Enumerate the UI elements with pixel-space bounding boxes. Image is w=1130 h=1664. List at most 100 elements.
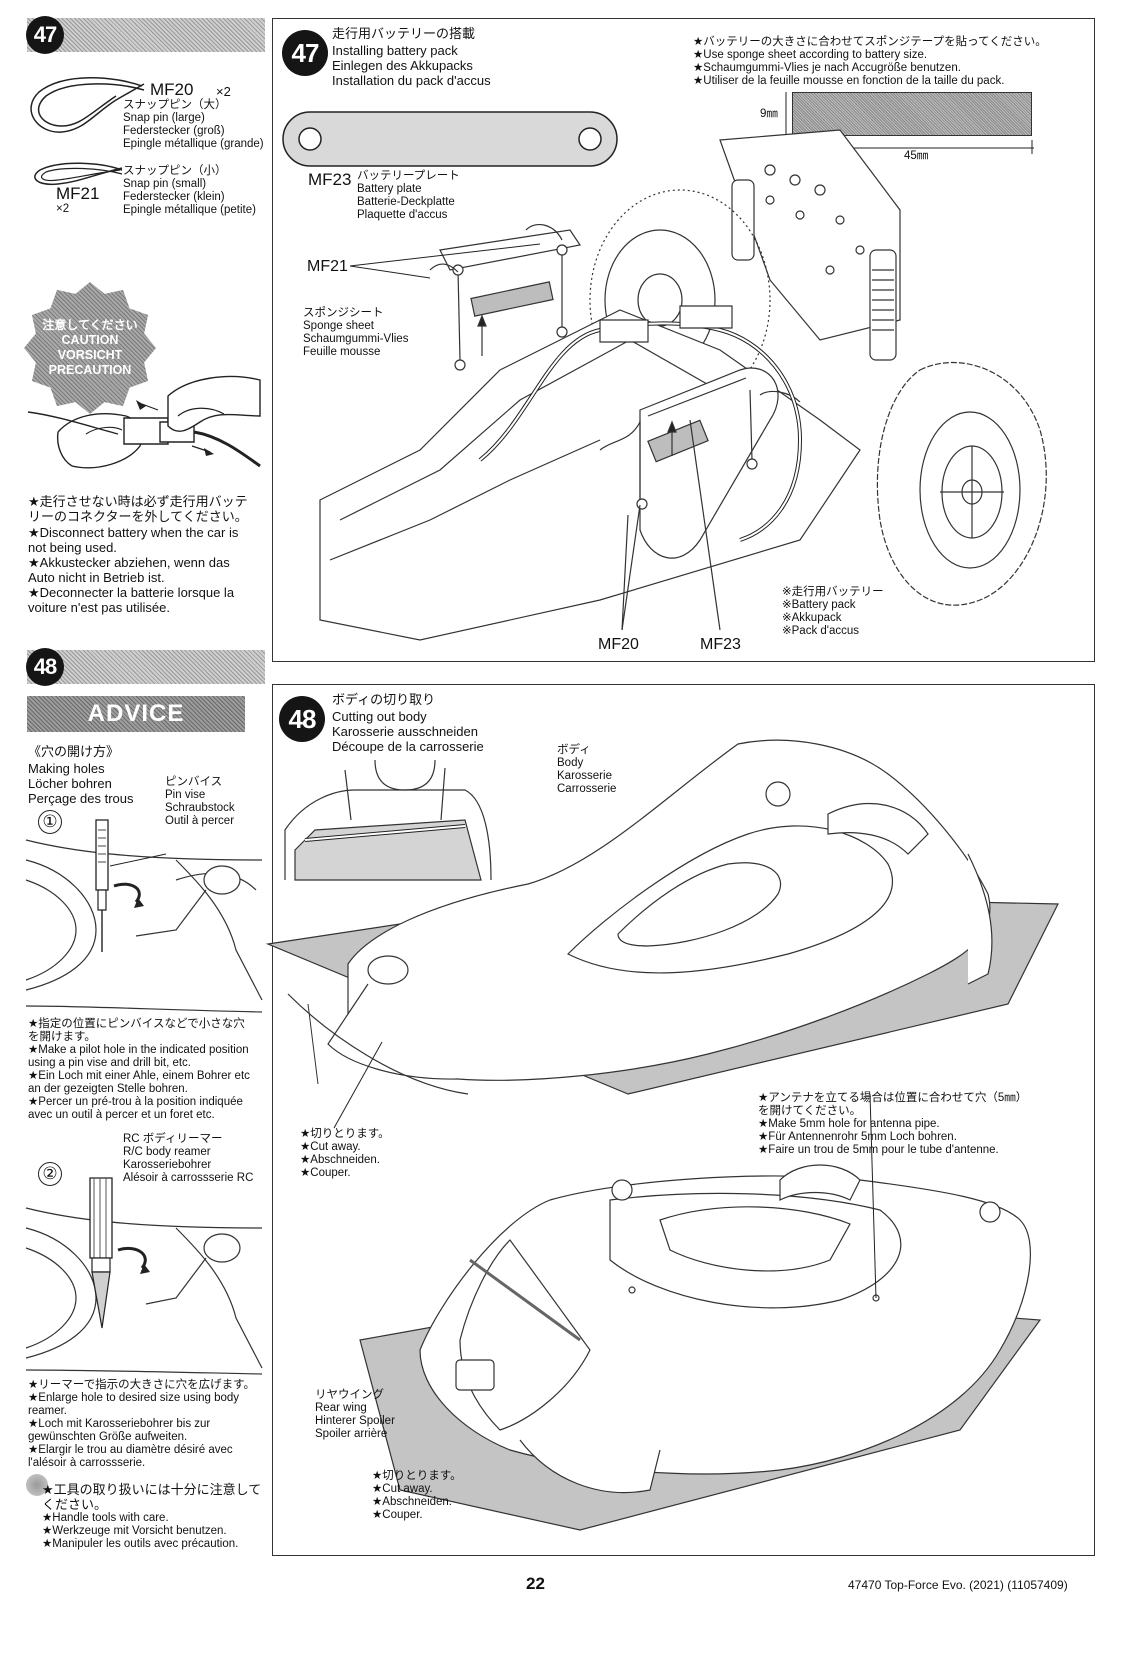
reamer-label-en: R/C body reamer bbox=[123, 1146, 211, 1158]
step1-text-line3: ★Make a pilot hole in the indicated posi… bbox=[28, 1044, 249, 1056]
reamer-label-fr: Alésoir à carrossserie RC bbox=[123, 1172, 254, 1184]
tools-note-marker bbox=[26, 1474, 48, 1496]
step1-number: ① bbox=[38, 810, 62, 834]
body-label-ja: ボディ bbox=[557, 744, 591, 756]
step48-title-fr: Découpe de la carrosserie bbox=[332, 739, 484, 754]
cut-away-1-leader bbox=[330, 1040, 390, 1130]
step47-header-bar bbox=[27, 18, 265, 52]
step48-number-badge: 48 bbox=[26, 648, 64, 686]
mf21-leader-lines bbox=[350, 240, 550, 280]
step48-panel bbox=[272, 684, 1095, 1556]
antenna-note-en: ★Make 5mm hole for antenna pipe. bbox=[758, 1118, 940, 1130]
step1-text-line6: an der gezeigten Stelle bohren. bbox=[28, 1083, 188, 1095]
caution-text-line4: not being used. bbox=[28, 540, 117, 555]
cut-away-1-fr: ★Couper. bbox=[300, 1167, 351, 1179]
caution-text-line1: ★走行させない時は必ず走行用バッテ bbox=[28, 494, 248, 509]
battery-label-fr: ※Pack d'accus bbox=[782, 625, 860, 637]
tools-text-line3: ★Handle tools with care. bbox=[42, 1512, 169, 1524]
rear-wing-label-fr: Spoiler arrière bbox=[315, 1428, 388, 1440]
body-label-de: Karosserie bbox=[557, 770, 612, 782]
antenna-note-fr: ★Faire un trou de 5mm pour le tube d'ant… bbox=[758, 1144, 999, 1156]
step1-text-line1: ★指定の位置にピンバイスなどで小さな穴 bbox=[28, 1018, 245, 1030]
rear-wing-label-en: Rear wing bbox=[315, 1402, 367, 1414]
battery-plate-icon bbox=[282, 110, 618, 168]
holes-title-en: Making holes bbox=[28, 761, 105, 776]
mf23-callout: MF23 bbox=[700, 636, 741, 653]
step48-title-en: Cutting out body bbox=[332, 709, 427, 724]
caution-text-line7: ★Deconnecter la batterie lorsque la bbox=[28, 585, 235, 600]
step48-header-bar bbox=[27, 650, 265, 684]
sponge-sheet-swatch bbox=[792, 92, 1032, 136]
rear-wing-label-de: Hinterer Spoiler bbox=[315, 1415, 395, 1427]
holes-title-ja: 《穴の開け方》 bbox=[28, 744, 120, 759]
snap-pin-large-icon bbox=[24, 74, 149, 146]
mf21-name-ja: スナップピン（小） bbox=[123, 165, 227, 177]
disconnect-connector-illustration bbox=[28, 376, 260, 484]
mf20-code: MF20 bbox=[150, 80, 194, 99]
step2-text-line6: ★Elargir le trou au diamètre désiré avec bbox=[28, 1444, 233, 1456]
tools-text-line1: ★工具の取り扱いには十分に注意して bbox=[42, 1482, 262, 1497]
antenna-note-de: ★Für Antennenrohr 5mm Loch bohren. bbox=[758, 1131, 957, 1143]
step2-number: ② bbox=[38, 1162, 62, 1186]
tools-text-line4: ★Werkzeuge mit Vorsicht benutzen. bbox=[42, 1525, 227, 1537]
sponge-label-ja: スポンジシート bbox=[303, 307, 384, 319]
step47-title-de: Einlegen des Akkupacks bbox=[332, 58, 473, 73]
step1-text-line5: ★Ein Loch mit einer Ahle, einem Bohrer e… bbox=[28, 1070, 250, 1082]
body-label-fr: Carrosserie bbox=[557, 783, 617, 795]
sponge-height-dim: 9㎜ bbox=[760, 108, 778, 120]
mf21-name-de: Federstecker (klein) bbox=[123, 191, 225, 203]
mf21-qty: ×2 bbox=[56, 203, 70, 215]
step1-text-line7: ★Percer un pré-trou à la position indiqu… bbox=[28, 1096, 243, 1108]
step2-text-line1: ★リーマーで指示の大きさに穴を広げます。 bbox=[28, 1379, 255, 1391]
caution-badge-ja: 注意してください bbox=[42, 318, 138, 333]
mf20-name-ja: スナップピン（大） bbox=[123, 99, 227, 111]
cut-away-2-ja: ★切りとります。 bbox=[372, 1470, 462, 1482]
antenna-note-ja2: を開けてください。 bbox=[758, 1105, 862, 1117]
pinvise-label-de: Schraubstock bbox=[165, 802, 235, 814]
page-number: 22 bbox=[526, 1574, 545, 1593]
sponge-note-fr: ★Utiliser de la feuille mousse en foncti… bbox=[693, 75, 1005, 87]
step47-title-en: Installing battery pack bbox=[332, 43, 458, 58]
step1-text-line2: を開けます。 bbox=[28, 1031, 96, 1043]
mf20-callout: MF20 bbox=[598, 636, 639, 653]
step1-text-line8: avec un outil à percer et un foret etc. bbox=[28, 1109, 215, 1121]
step48-title-de: Karosserie ausschneiden bbox=[332, 724, 478, 739]
step47-title-ja: 走行用バッテリーの搭載 bbox=[332, 26, 476, 41]
sponge-label-de: Schaumgummi-Vlies bbox=[303, 333, 409, 345]
mf21-code: MF21 bbox=[56, 184, 100, 203]
cut-away-1-de: ★Abschneiden. bbox=[300, 1154, 381, 1166]
body-cutting-illustration-lower bbox=[360, 1160, 1060, 1540]
cut-away-2-en: ★Cut away. bbox=[372, 1483, 433, 1495]
reamer-label-ja: RC ボディリーマー bbox=[123, 1133, 223, 1145]
mf21-name-en: Snap pin (small) bbox=[123, 178, 207, 190]
caution-badge-fr: PRECAUTION bbox=[48, 362, 132, 377]
mf20-name-fr: Epingle métallique (grande) bbox=[123, 138, 264, 150]
mf20-qty: ×2 bbox=[216, 84, 231, 99]
cut-away-1-ja: ★切りとります。 bbox=[300, 1128, 390, 1140]
body-cutting-illustration-upper bbox=[268, 734, 1068, 1114]
cut-away-1-en: ★Cut away. bbox=[300, 1141, 361, 1153]
step1-text-line4: using a pin vise and drill bit, etc. bbox=[28, 1057, 192, 1069]
step48-title-ja: ボディの切り取り bbox=[332, 692, 436, 707]
pinvise-label-fr: Outil à percer bbox=[165, 815, 235, 827]
cut-away-2-fr: ★Couper. bbox=[372, 1509, 423, 1521]
mf20-name-de: Federstecker (groß) bbox=[123, 125, 225, 137]
battery-label-en: ※Battery pack bbox=[782, 599, 856, 611]
advice-title-banner: ADVICE bbox=[27, 696, 245, 732]
mf23-name-ja: バッテリープレート bbox=[357, 170, 460, 182]
caution-text-line6: Auto nicht in Betrieb ist. bbox=[28, 570, 165, 585]
step48-panel-badge: 48 bbox=[279, 696, 325, 742]
mf21-name-fr: Epingle métallique (petite) bbox=[123, 204, 256, 216]
tools-text-line5: ★Manipuler les outils avec précaution. bbox=[42, 1538, 239, 1550]
chassis-battery-assembly-illustration bbox=[300, 120, 1080, 640]
battery-label-de: ※Akkupack bbox=[782, 612, 842, 624]
rear-wing-label-ja: リヤウイング bbox=[315, 1389, 384, 1401]
step47-panel bbox=[272, 18, 1095, 662]
body-label-en: Body bbox=[557, 757, 584, 769]
caution-text-line5: ★Akkustecker abziehen, wenn das bbox=[28, 555, 230, 570]
mf21-callout: MF21 bbox=[307, 258, 348, 275]
mf23-code: MF23 bbox=[308, 170, 352, 189]
step2-text-line5: gewünschten Größe aufweiten. bbox=[28, 1431, 188, 1443]
mf23-name-de: Batterie-Deckplatte bbox=[357, 196, 455, 208]
step47-title-fr: Installation du pack d'accus bbox=[332, 73, 491, 88]
